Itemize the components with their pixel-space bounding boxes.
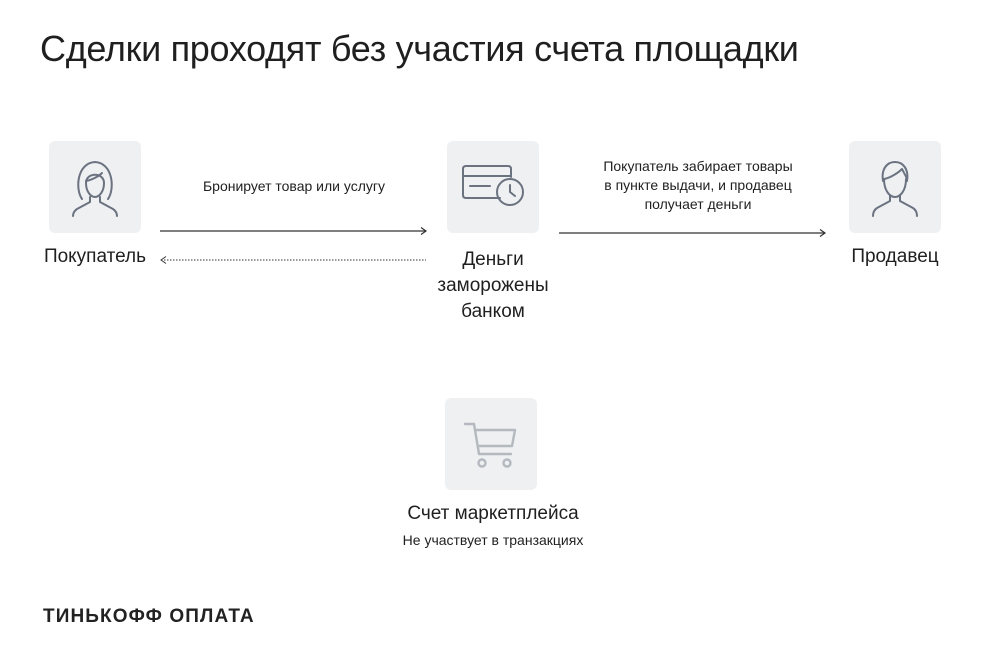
arrow-bank-to-seller [559,229,827,237]
bank-label-line: заморожены [437,275,549,296]
bank-label-line: Деньги [462,249,524,270]
marketplace-label: Счет маркетплейса [407,503,579,524]
buyer-label: Покупатель [43,246,147,267]
bank-label: Деньги заморожены банком [403,247,583,325]
person-female-icon [72,161,118,217]
edge-label-line: в пункте выдачи, и продавец [604,177,792,193]
buyer-tile [49,141,141,233]
person-male-icon [872,161,918,217]
brand-logo: ТИНЬКОФФ ОПЛАТА [43,606,255,627]
edge-label-line: Покупатель забирает товары [603,158,793,174]
arrow-bank-to-buyer-dotted [160,256,426,264]
arrow-buyer-to-bank [160,227,428,235]
seller-label: Продавец [851,246,939,267]
card-clock-icon [462,165,524,206]
marketplace-tile [445,398,537,490]
page-title: Сделки проходят без участия счета площад… [40,28,799,69]
edge-label-bank-to-seller: Покупатель забирает товары в пункте выда… [568,157,828,214]
marketplace-sublabel: Не участвует в транзакциях [402,532,584,548]
seller-tile [849,141,941,233]
edge-label-line: получает деньги [644,196,752,212]
bank-tile [447,141,539,233]
edge-label-buyer-to-bank: Бронирует товар или услугу [202,178,385,194]
bank-label-line: банком [461,301,525,322]
cart-icon [463,422,517,468]
